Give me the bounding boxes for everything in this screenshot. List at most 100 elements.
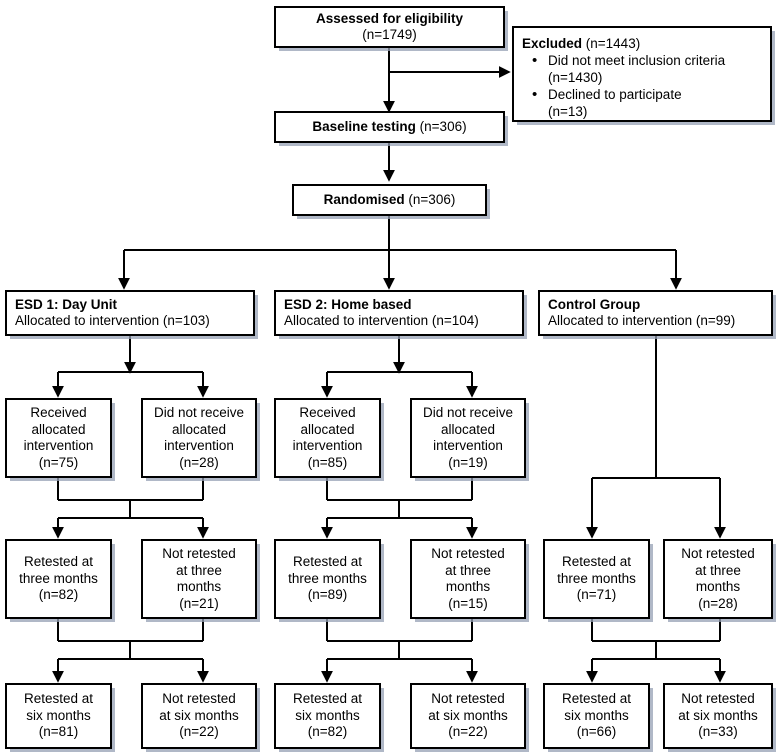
text-line: three months [19,570,98,586]
text-line: Not retested [681,546,755,561]
bullet-icon: • [532,86,538,103]
text-line: Received [299,405,356,420]
text-line: intervention [23,438,94,453]
excluded-title-count: (n=1443) [582,36,641,51]
node-arm2-received: Received allocated intervention (n=85) [274,398,381,478]
text-line: Retested at [561,554,632,570]
text-line: Retested at [23,554,94,570]
text-line: months [445,579,491,594]
count-line: (n=66) [576,724,617,740]
text-line: at three [695,562,741,578]
count-line: (n=28) [179,454,219,470]
text-line: Not retested [431,546,505,561]
text-line: allocated [31,421,86,437]
list-item: • Declined to participate (n=13) [532,86,725,120]
excluded-reason-0-text: Did not meet inclusion criteria [548,53,726,68]
node-arm2-retested-three-months: Retested at three months (n=89) [274,539,381,619]
count-line: (n=28) [698,595,738,611]
assessed-label: Assessed for eligibility [315,10,464,26]
count-line: (n=71) [576,587,617,603]
arm3-alloc-title: Control Group [548,296,641,312]
excluded-reason-1-count: (n=13) [548,103,588,119]
count-line: (n=22) [448,724,488,740]
node-randomised: Randomised (n=306) [292,184,487,216]
text-line: intervention [164,438,234,453]
text-line: allocated [440,421,496,437]
text-line: at six months [678,707,758,723]
text-line: six months [26,707,91,723]
text-line: Did not receive [422,405,514,420]
count-line: (n=33) [698,724,738,740]
text-line: at six months [159,707,239,723]
text-line: at three [445,562,491,578]
arm1-alloc-sub: Allocated to intervention (n=103) [15,313,210,328]
count-line: (n=19) [448,454,488,470]
excluded-reason-list: • Did not meet inclusion criteria (n=143… [522,52,726,121]
node-arm2-allocation: ESD 2: Home based Allocated to intervent… [274,290,524,336]
text-line: intervention [433,438,503,453]
assessed-count: (n=1749) [362,27,417,42]
text-line: months [176,579,222,594]
node-arm1-received: Received allocated intervention (n=75) [5,398,112,478]
text-line: Retested at [561,691,632,707]
node-arm1-allocation: ESD 1: Day Unit Allocated to interventio… [5,290,255,336]
node-arm2-not-retested-six-months: Not retested at six months (n=22) [410,683,526,749]
excluded-reason-0-count: (n=1430) [548,69,603,85]
count-line: (n=82) [307,724,348,740]
node-arm2-not-received: Did not receive allocated intervention (… [410,398,526,478]
node-excluded: Excluded (n=1443) • Did not meet inclusi… [512,26,772,122]
text-line: months [695,579,741,594]
node-arm3-retested-three-months: Retested at three months (n=71) [543,539,650,619]
text-line: intervention [292,438,363,453]
arm2-alloc-title: ESD 2: Home based [284,296,412,312]
count-line: (n=22) [179,724,219,740]
text-line: three months [557,570,636,586]
node-arm2-not-retested-three-months: Not retested at three months (n=15) [410,539,526,619]
randomised-count: (n=306) [404,191,456,207]
text-line: Received [30,405,87,420]
text-line: Not retested [162,691,236,707]
randomised-label: Randomised [323,191,405,207]
node-arm2-retested-six-months: Retested at six months (n=82) [274,683,381,749]
node-arm3-allocation: Control Group Allocated to intervention … [538,290,773,336]
text-line: allocated [171,421,227,437]
arm2-alloc-sub: Allocated to intervention (n=104) [284,313,479,328]
text-line: Retested at [292,691,363,707]
node-baseline-testing: Baseline testing (n=306) [274,111,505,143]
node-arm3-not-retested-six-months: Not retested at six months (n=33) [663,683,773,749]
arm1-alloc-title: ESD 1: Day Unit [15,296,118,312]
text-line: allocated [300,421,355,437]
count-line: (n=85) [307,454,348,470]
baseline-label: Baseline testing [312,118,416,134]
arm3-alloc-sub: Allocated to intervention (n=99) [548,313,736,328]
text-line: six months [564,707,629,723]
baseline-count: (n=306) [415,118,467,134]
node-arm1-not-received: Did not receive allocated intervention (… [141,398,257,478]
text-line: at six months [428,707,508,723]
excluded-reason-1-text: Declined to participate [548,87,682,102]
text-line: at three [176,562,222,578]
excluded-title: Excluded (n=1443) [522,35,640,52]
node-arm1-not-retested-six-months: Not retested at six months (n=22) [141,683,257,749]
text-line: six months [295,707,360,723]
node-arm3-retested-six-months: Retested at six months (n=66) [543,683,650,749]
randomised-text: Randomised (n=306) [320,192,460,209]
text-line: Not retested [431,691,505,707]
excluded-title-bold: Excluded [522,36,583,51]
count-line: (n=75) [38,454,79,470]
bullet-icon: • [532,52,538,69]
baseline-text: Baseline testing (n=306) [308,119,470,136]
text-line: Not retested [162,546,236,561]
list-item: • Did not meet inclusion criteria (n=143… [532,52,726,86]
text-line: Not retested [681,691,755,707]
node-arm1-retested-six-months: Retested at six months (n=81) [5,683,112,749]
count-line: (n=82) [38,587,79,603]
text-line: three months [288,570,367,586]
node-arm1-not-retested-three-months: Not retested at three months (n=21) [141,539,257,619]
count-line: (n=89) [307,587,348,603]
node-arm1-retested-three-months: Retested at three months (n=82) [5,539,112,619]
count-line: (n=21) [179,595,219,611]
node-arm3-not-retested-three-months: Not retested at three months (n=28) [663,539,773,619]
text-line: Retested at [292,554,363,570]
